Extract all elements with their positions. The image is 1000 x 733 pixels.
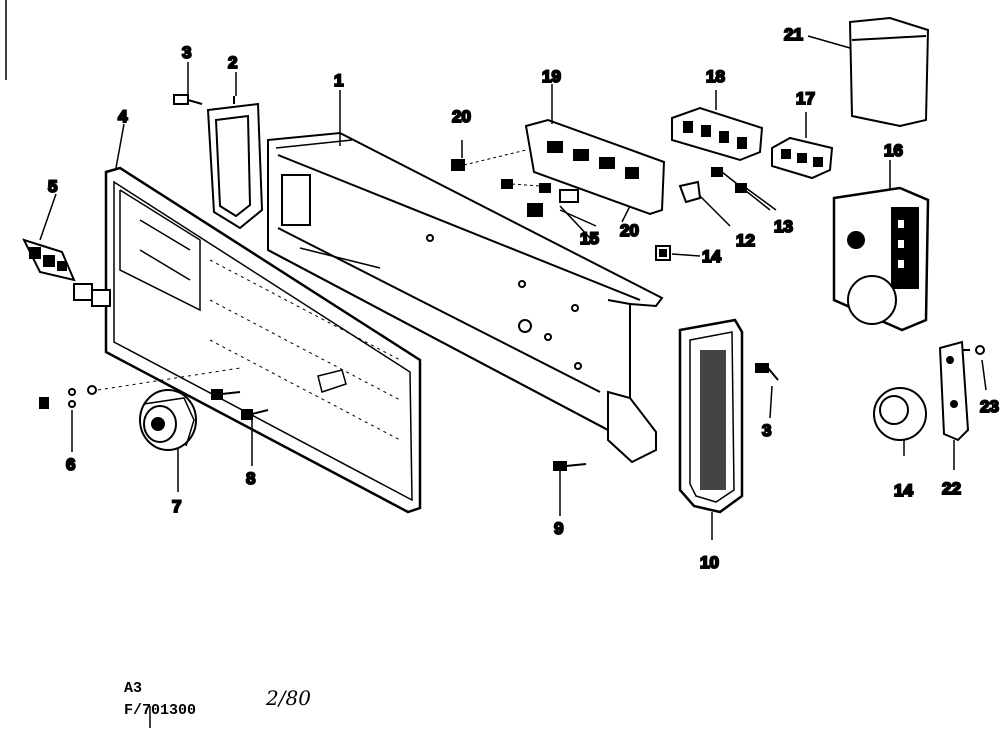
- label-23: 23: [980, 397, 999, 416]
- part-5-push-buttons: [22, 238, 111, 307]
- label-10: 10: [700, 553, 719, 572]
- part-8-screws: [211, 389, 269, 420]
- part-3-screw-upper: [173, 94, 203, 105]
- part-6-small-parts: [39, 367, 241, 409]
- part-14-motor: [873, 387, 927, 456]
- label-4: 4: [118, 107, 128, 126]
- part-23-screw: [962, 345, 987, 391]
- label-17: 17: [796, 89, 815, 108]
- label-14-small: 14: [702, 247, 721, 266]
- part-9-screw: [553, 461, 587, 471]
- part-1-console-panel: [267, 131, 664, 464]
- part-15-switch: [527, 189, 597, 227]
- part-3-screw-right: [755, 363, 779, 381]
- part-18-switch: [671, 90, 764, 162]
- label-8: 8: [246, 469, 255, 488]
- part-13-screws: [711, 167, 777, 211]
- label-18: 18: [706, 67, 725, 86]
- footer-code-1: A3: [124, 680, 143, 697]
- label-21: 21: [784, 25, 803, 44]
- footer-date: 2/80: [266, 686, 311, 710]
- label-6: 6: [66, 455, 75, 474]
- label-22: 22: [942, 479, 961, 498]
- part-14-nut: [655, 245, 701, 261]
- part-16-timer: [832, 160, 930, 332]
- label-15: 15: [580, 229, 599, 248]
- label-2: 2: [228, 53, 237, 72]
- label-7: 7: [172, 497, 181, 516]
- part-10-end-cap: [678, 318, 744, 540]
- part-7-knob: [139, 389, 197, 451]
- label-13: 13: [774, 217, 793, 236]
- label-14-motor: 14: [894, 481, 913, 500]
- label-20-lower: 20: [620, 221, 639, 240]
- label-19: 19: [542, 67, 561, 86]
- part-17-switch: [771, 112, 834, 180]
- label-3-right: 3: [762, 421, 771, 440]
- label-5: 5: [48, 177, 57, 196]
- label-16: 16: [884, 141, 903, 160]
- part-12-clip: [678, 180, 731, 227]
- part-21-cover: [807, 16, 930, 128]
- label-9: 9: [554, 519, 563, 538]
- part-4-control-panel: [104, 166, 422, 514]
- label-12: 12: [736, 231, 755, 250]
- label-1: 1: [334, 71, 343, 90]
- label-20-upper: 20: [452, 107, 471, 126]
- part-2-bracket: [206, 96, 264, 230]
- part-20-screws: [451, 140, 551, 193]
- footer-code-2: F/701300: [124, 702, 197, 719]
- part-19-switch-bracket: [524, 118, 666, 216]
- label-3-upper: 3: [182, 43, 191, 62]
- part-22-bracket: [938, 340, 970, 470]
- leader-lines: [39, 62, 773, 516]
